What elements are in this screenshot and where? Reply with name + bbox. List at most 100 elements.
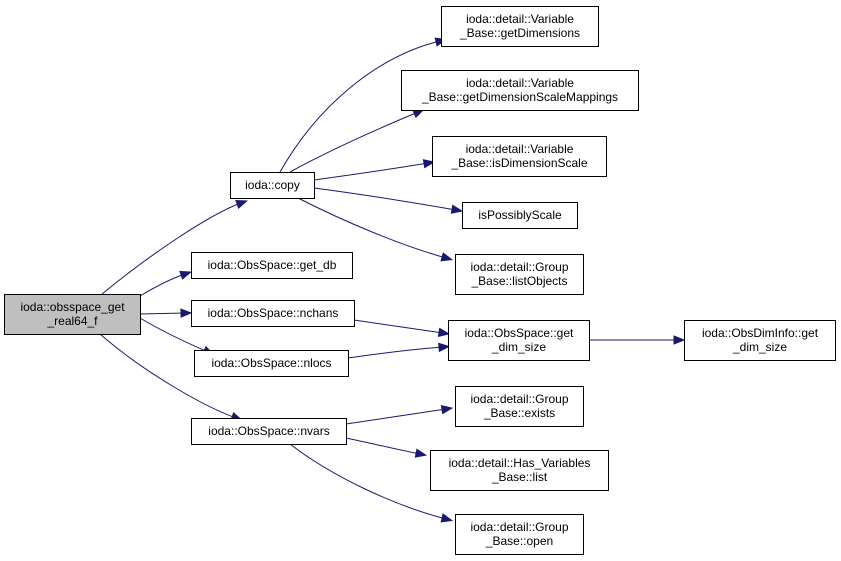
edge-line — [313, 162, 429, 181]
node-label: ioda::ObsDimInfo::get — [702, 326, 819, 340]
edge-nvars-to-exists — [345, 404, 454, 425]
node-isDimensionScale[interactable]: ioda::detail::Variable_Base::isDimension… — [432, 136, 607, 177]
node-label: ioda::ObsSpace::get — [465, 326, 574, 340]
edge-line — [345, 437, 421, 455]
edge-line — [101, 202, 242, 295]
node-box[interactable] — [191, 418, 347, 445]
node-label: _Base::getDimensionScaleMappings — [421, 90, 618, 104]
node-root[interactable]: ioda::obsspace_get_real64_f — [4, 294, 141, 335]
edge-root-to-nvars — [99, 333, 243, 421]
node-nlocs[interactable]: ioda::ObsSpace::nlocs — [194, 350, 349, 377]
node-list[interactable]: ioda::detail::Has_Variables_Base::list — [430, 450, 609, 491]
edge-line — [289, 111, 419, 173]
edge-line — [313, 187, 457, 211]
arrowhead — [179, 270, 192, 280]
node-getDimensionScaleMappings[interactable]: ioda::detail::Variable_Base::getDimensio… — [401, 70, 639, 111]
node-label: _real64_f — [46, 314, 98, 328]
nodes: ioda::obsspace_get_real64_fioda::copyiod… — [4, 6, 836, 555]
node-get_dim_size[interactable]: ioda::ObsSpace::get_dim_size — [448, 320, 590, 361]
node-box[interactable] — [191, 300, 355, 327]
node-label: ioda::detail::Group — [470, 520, 568, 534]
node-label: ioda::ObsSpace::nlocs — [211, 356, 331, 370]
node-obsdiminfo_get_dim_size[interactable]: ioda::ObsDimInfo::get_dim_size — [684, 320, 836, 361]
edge-nchans-to-get_dim_size — [353, 319, 451, 338]
node-box[interactable] — [441, 6, 599, 47]
node-box[interactable] — [432, 136, 607, 177]
node-label: _dim_size — [491, 340, 546, 354]
arrowhead — [422, 159, 436, 169]
node-box[interactable] — [455, 514, 584, 555]
arrowhead — [440, 404, 454, 415]
arrowhead — [180, 308, 193, 318]
node-label: _Base::list — [491, 470, 548, 484]
node-box[interactable] — [455, 254, 584, 295]
node-get_db[interactable]: ioda::ObsSpace::get_db — [191, 252, 353, 279]
node-box[interactable] — [194, 350, 349, 377]
node-label: ioda::detail::Group — [470, 260, 568, 274]
node-label: ioda::ObsSpace::nvars — [208, 424, 329, 438]
arrowhead — [450, 204, 464, 214]
edge-copy-to-listObjects — [297, 197, 454, 262]
node-label: ioda::detail::Variable — [466, 76, 574, 90]
edge-copy-to-getDimensionScaleMappings — [289, 109, 425, 173]
node-label: ioda::detail::Variable — [466, 12, 574, 26]
arrowhead — [673, 335, 686, 345]
node-exists[interactable]: ioda::detail::Group_Base::exists — [455, 386, 584, 427]
node-box[interactable] — [684, 320, 836, 361]
edge-line — [279, 40, 441, 173]
edge-line — [297, 197, 447, 259]
node-box[interactable] — [230, 172, 315, 199]
arrowhead — [414, 448, 428, 458]
edge-nlocs-to-get_dim_size — [347, 342, 451, 359]
node-label: _Base::open — [485, 534, 553, 548]
node-box[interactable] — [191, 252, 353, 279]
node-label: _dim_size — [732, 340, 787, 354]
node-label: ioda::ObsSpace::get_db — [208, 258, 337, 272]
edge-line — [139, 273, 186, 297]
node-nchans[interactable]: ioda::ObsSpace::nchans — [191, 300, 355, 327]
edge-line — [289, 443, 447, 520]
node-getDimensions[interactable]: ioda::detail::Variable_Base::getDimensio… — [441, 6, 599, 47]
node-box[interactable] — [401, 70, 639, 111]
arrowhead — [440, 513, 454, 523]
node-box[interactable] — [448, 320, 590, 361]
node-label: _Base::getDimensions — [459, 26, 580, 40]
node-open[interactable]: ioda::detail::Group_Base::open — [455, 514, 584, 555]
edge-copy-to-isDimensionScale — [313, 159, 436, 181]
edge-line — [139, 312, 186, 315]
edge-nvars-to-list — [345, 437, 428, 458]
edge-line — [353, 319, 444, 334]
edge-line — [345, 408, 447, 425]
edge-copy-to-isPossiblyScale — [313, 187, 464, 214]
edge-root-to-nchans — [139, 308, 193, 318]
node-label: ioda::detail::Has_Variables — [449, 456, 591, 470]
edge-nvars-to-open — [289, 443, 454, 523]
edge-get_dim_size-to-obsdiminfo_get_dim_size — [589, 335, 686, 345]
node-label: _Base::isDimensionScale — [450, 156, 587, 170]
node-nvars[interactable]: ioda::ObsSpace::nvars — [191, 418, 347, 445]
edge-line — [139, 317, 209, 353]
edge-root-to-copy — [101, 200, 248, 295]
arrowhead — [437, 327, 451, 338]
node-listObjects[interactable]: ioda::detail::Group_Base::listObjects — [455, 254, 584, 295]
edge-root-to-get_db — [139, 270, 192, 297]
node-label: ioda::copy — [245, 178, 300, 192]
node-isPossiblyScale[interactable]: isPossiblyScale — [462, 202, 578, 229]
edge-line — [99, 333, 237, 419]
node-box[interactable] — [455, 386, 584, 427]
node-label: _Base::listObjects — [470, 274, 567, 288]
node-label: _Base::exists — [483, 406, 555, 420]
edge-line — [347, 346, 444, 359]
arrowhead — [235, 200, 248, 209]
node-label: ioda::ObsSpace::nchans — [208, 306, 339, 320]
node-box[interactable] — [430, 450, 609, 491]
node-box[interactable] — [462, 202, 578, 229]
node-copy[interactable]: ioda::copy — [230, 172, 315, 199]
node-label: ioda::obsspace_get — [20, 300, 125, 314]
arrowhead — [440, 252, 454, 262]
node-label: ioda::detail::Group — [470, 392, 568, 406]
node-label: isPossiblyScale — [478, 208, 562, 222]
node-box[interactable] — [4, 294, 141, 335]
node-label: ioda::detail::Variable — [466, 142, 574, 156]
